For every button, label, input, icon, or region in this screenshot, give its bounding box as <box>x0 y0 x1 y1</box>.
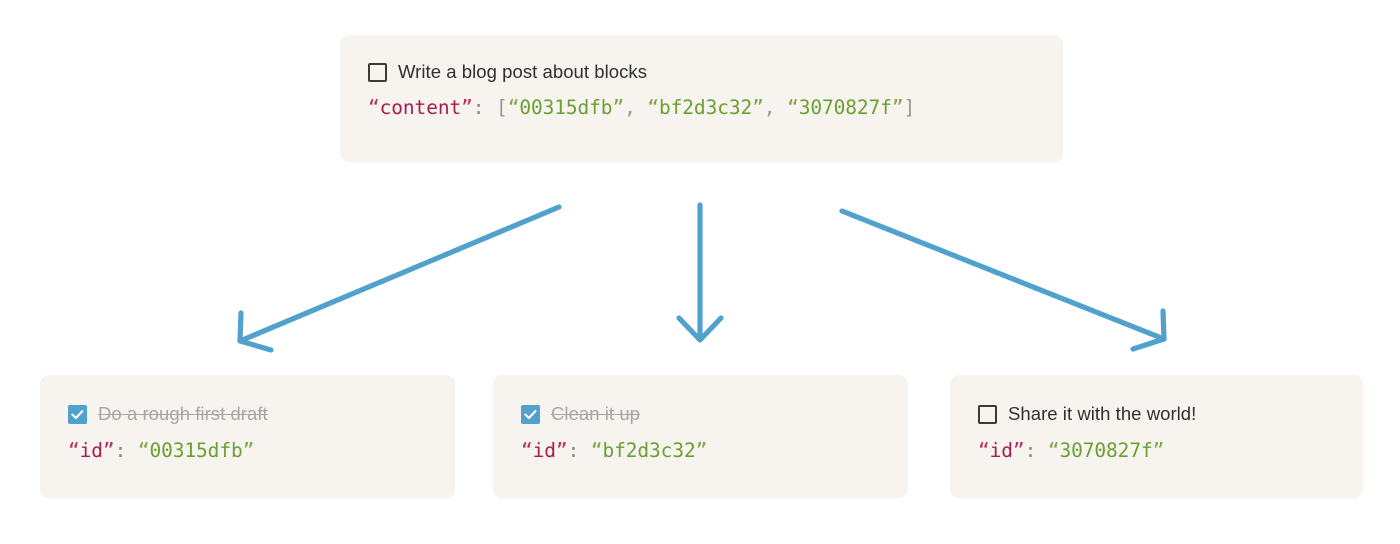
quote-open: “ <box>368 96 380 119</box>
quote-close-value: ” <box>1152 439 1165 462</box>
child-todo-label-3: Share it with the world! <box>1008 403 1197 424</box>
root-block-card[interactable]: Write a blog post about blocks “content”… <box>340 35 1063 162</box>
json-key: content <box>379 96 462 119</box>
quote-close: ” <box>1012 439 1025 462</box>
bracket-close: ] <box>903 96 916 119</box>
root-code-line: “content”: [“00315dfb”, “bf2d3c32”, “307… <box>368 96 1035 119</box>
child-todo-row-2: Clean it up <box>521 401 880 427</box>
quote-close: ” <box>555 439 568 462</box>
child-block-card-2[interactable]: Clean it up “id”: “bf2d3c32” <box>493 375 908 498</box>
child-todo-label-1: Do a rough first draft <box>98 403 268 424</box>
json-value: bf2d3c32 <box>602 439 696 462</box>
child-todo-row-3: Share it with the world! <box>978 401 1335 427</box>
json-colon: : <box>472 96 485 119</box>
child-code-line-3: “id”: “3070827f” <box>978 439 1335 462</box>
root-todo-row: Write a blog post about blocks <box>368 59 1035 85</box>
comma-1: , <box>624 96 636 119</box>
json-value-3: 3070827f <box>798 96 892 119</box>
quote-close-v3: ” <box>891 96 904 119</box>
quote-open: “ <box>521 439 533 462</box>
json-value-1: 00315dfb <box>519 96 613 119</box>
quote-open-value: “ <box>137 439 150 462</box>
json-key: id <box>79 439 103 462</box>
quote-open: “ <box>68 439 80 462</box>
comma-2: , <box>763 96 776 119</box>
quote-open-v1: “ <box>507 96 520 119</box>
json-value: 00315dfb <box>149 439 243 462</box>
checkbox-empty-icon[interactable] <box>368 62 387 82</box>
child-code-line-1: “id”: “00315dfb” <box>68 439 427 462</box>
json-value: 3070827f <box>1059 439 1153 462</box>
child-block-card-3[interactable]: Share it with the world! “id”: “3070827f… <box>950 375 1363 498</box>
quote-open-v2: “ <box>647 96 660 119</box>
checkbox-checked-icon[interactable] <box>68 404 87 424</box>
arrow-to-child-2 <box>676 202 724 343</box>
json-key: id <box>989 439 1013 462</box>
child-code-line-2: “id”: “bf2d3c32” <box>521 439 880 462</box>
quote-close: ” <box>461 96 473 119</box>
quote-close: ” <box>102 439 115 462</box>
quote-open-v3: “ <box>787 96 799 119</box>
checkbox-empty-icon[interactable] <box>978 404 997 424</box>
arrow-to-child-3 <box>839 208 1167 352</box>
json-key: id <box>532 439 556 462</box>
child-block-card-1[interactable]: Do a rough first draft “id”: “00315dfb” <box>40 375 455 498</box>
quote-open-value: “ <box>590 439 603 462</box>
quote-open: “ <box>978 439 990 462</box>
child-todo-row-1: Do a rough first draft <box>68 401 427 427</box>
arrow-to-child-1 <box>237 204 562 353</box>
quote-close-v2: ” <box>752 96 764 119</box>
json-colon: : <box>567 439 580 462</box>
json-colon: : <box>1024 439 1037 462</box>
quote-close-v1: ” <box>612 96 625 119</box>
child-todo-label-2: Clean it up <box>551 403 640 424</box>
bracket-open: [ <box>496 96 508 119</box>
quote-close-value: ” <box>695 439 708 462</box>
json-value-2: bf2d3c32 <box>659 96 753 119</box>
root-todo-label: Write a blog post about blocks <box>398 61 647 82</box>
quote-open-value: “ <box>1047 439 1060 462</box>
quote-close-value: ” <box>242 439 255 462</box>
checkbox-checked-icon[interactable] <box>521 404 540 424</box>
json-colon: : <box>114 439 127 462</box>
